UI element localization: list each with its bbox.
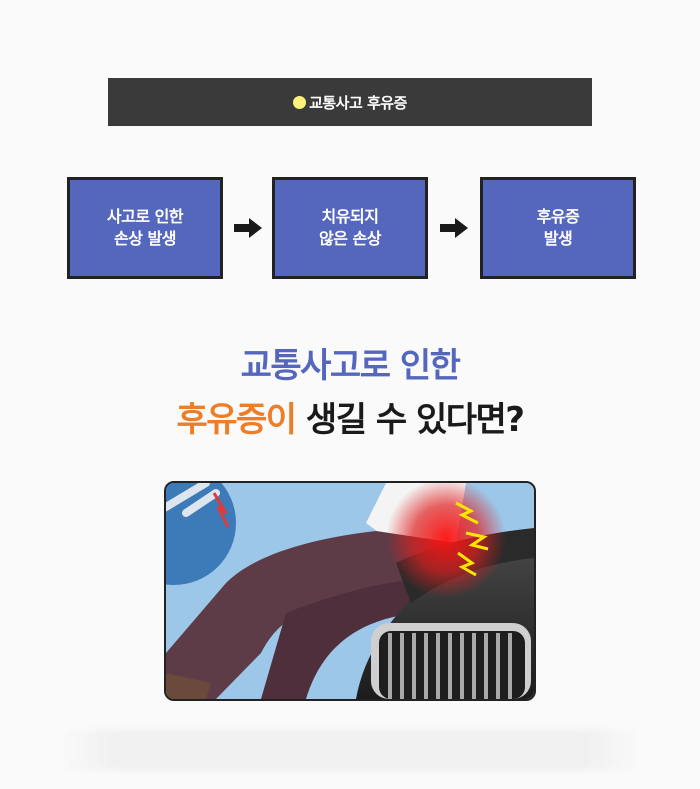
flow-step-3-line1: 후유증	[536, 207, 580, 226]
blurred-caption	[60, 730, 640, 770]
flow-step-3: 후유증 발생	[480, 177, 636, 279]
flow-step-1-line1: 사고로 인한	[106, 207, 184, 226]
flow-step-3-line2: 발생	[543, 229, 573, 248]
headline-line-2: 후유증이 생길 수 있다면?	[0, 392, 700, 441]
flow-step-2-line2: 않은 손상	[319, 229, 381, 248]
yellow-dot-icon	[293, 95, 307, 109]
flow-step-2-line1: 치유되지	[321, 207, 379, 226]
banner-title: 교통사고 후유증	[309, 93, 407, 112]
flow-step-2: 치유되지 않은 손상	[272, 177, 428, 279]
right-arrow-icon	[440, 218, 468, 238]
flow-step-1: 사고로 인한 손상 발생	[67, 177, 223, 279]
right-arrow-icon	[234, 218, 262, 238]
accident-illustration	[164, 481, 536, 701]
knee-pain-car-image	[166, 483, 534, 699]
flow-step-1-line2: 손상 발생	[114, 229, 176, 248]
title-banner: 교통사고 후유증	[108, 78, 592, 126]
headline-rest: 생길 수 있다면?	[295, 400, 525, 440]
headline-highlight: 후유증이	[176, 400, 297, 440]
headline-line-1: 교통사고로 인한	[240, 346, 461, 386]
